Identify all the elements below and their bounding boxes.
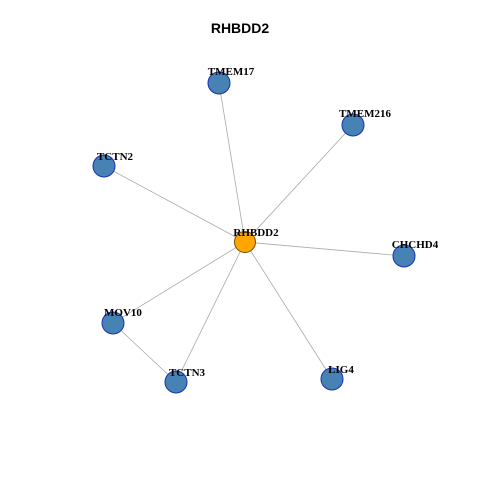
- edge-rhbdd2-lig4: [244, 241, 333, 380]
- node-tmem17: [207, 71, 231, 95]
- node-chchd4: [392, 244, 416, 268]
- edge-rhbdd2-mov10: [112, 241, 246, 324]
- node-tmem216: [341, 113, 365, 137]
- node-mov10: [101, 311, 125, 335]
- node-label-lig4: LIG4: [328, 364, 354, 376]
- node-tctn2: [92, 154, 116, 178]
- node-tctn3: [164, 370, 188, 394]
- network-title: RHBDD2: [210, 20, 270, 36]
- node-lig4: [320, 367, 344, 391]
- edges-layer: [103, 82, 405, 383]
- edge-rhbdd2-tmem17: [218, 82, 246, 243]
- node-label-tmem17: TMEM17: [208, 66, 255, 78]
- node-label-tctn2: TCTN2: [97, 151, 134, 163]
- node-label-tctn3: TCTN3: [169, 367, 206, 379]
- node-label-chchd4: CHCHD4: [392, 239, 439, 251]
- edge-rhbdd2-chchd4: [244, 241, 405, 257]
- edge-rhbdd2-tctn2: [103, 165, 246, 243]
- node-label-tmem216: TMEM216: [339, 108, 391, 120]
- edge-rhbdd2-tctn3: [175, 241, 246, 383]
- nodes-layer: [92, 71, 416, 394]
- node-label-rhbdd2: RHBDD2: [233, 227, 279, 239]
- labels-layer: RHBDD2 TMEM17TMEM216TCTN2CHCHD4MOV10TCTN3…: [97, 66, 439, 379]
- node-label-mov10: MOV10: [104, 307, 142, 319]
- edge-rhbdd2-tmem216: [244, 124, 354, 243]
- edge-mov10-tctn3: [112, 322, 177, 383]
- node-rhbdd2: [234, 231, 256, 253]
